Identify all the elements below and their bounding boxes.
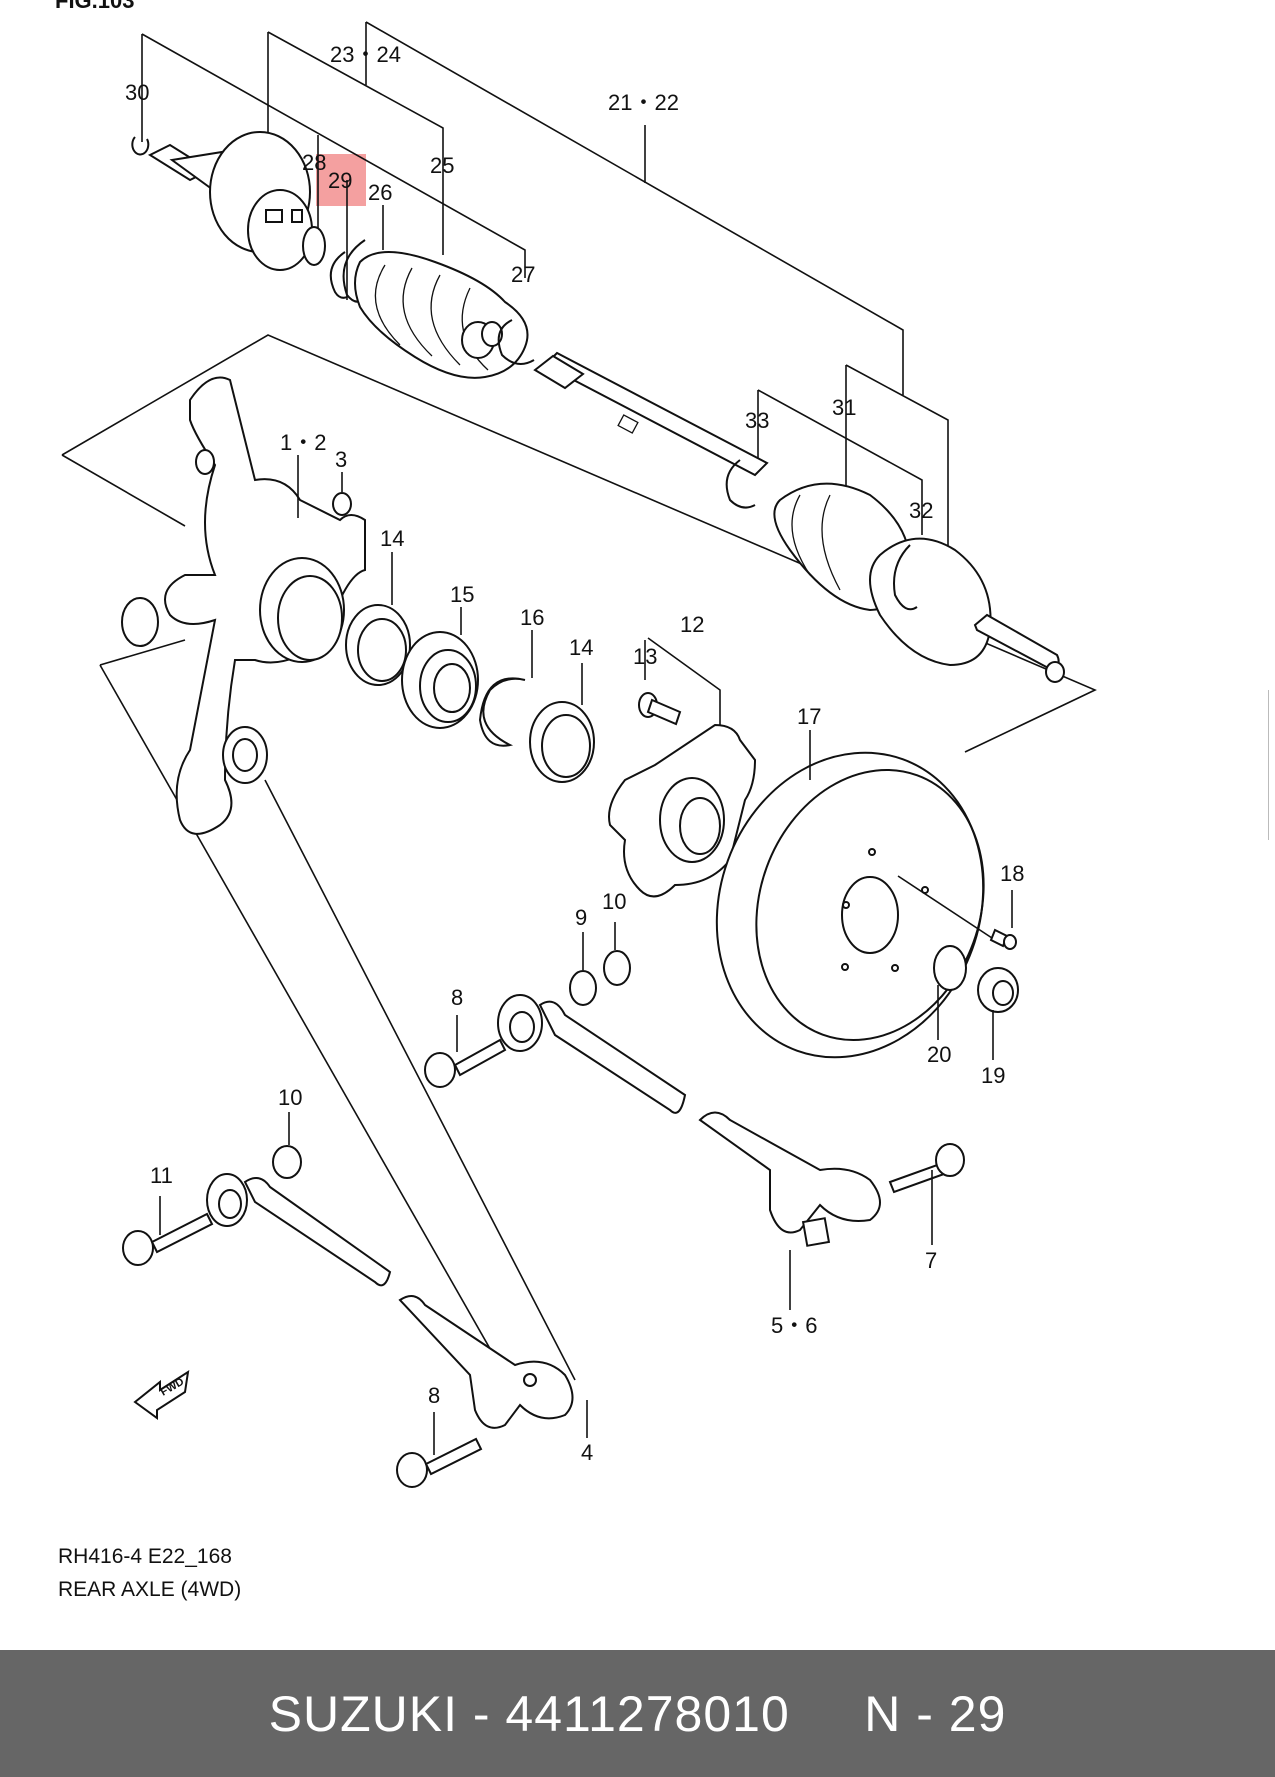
bolt-8b: [396, 1437, 483, 1488]
callout-8a: 8: [451, 985, 463, 1010]
callout-16: 16: [520, 605, 544, 630]
nut-10b: [272, 1145, 302, 1179]
bearing-15: [401, 631, 479, 729]
callout-28: 28: [302, 150, 326, 175]
callout-8b: 8: [428, 1383, 440, 1408]
diagram-caption: RH416-4 E22_168 REAR AXLE (4WD): [58, 1540, 241, 1606]
highlight-29: [316, 154, 366, 206]
callout-10b: 10: [278, 1085, 302, 1110]
callout-5-6: 5・6: [771, 1313, 817, 1338]
callout-23-24: 23・24: [330, 42, 401, 67]
clip-27: [497, 319, 535, 365]
callout-31: 31: [832, 395, 856, 420]
callout-14b: 14: [569, 635, 593, 660]
callout-32: 32: [909, 498, 933, 523]
knuckle-frame: [61, 334, 1097, 753]
callout-17: 17: [797, 704, 821, 729]
callout-18: 18: [1000, 861, 1024, 886]
seal-14a: [345, 604, 411, 686]
callout-9: 9: [575, 905, 587, 930]
washer-9: [569, 970, 597, 1006]
callout-15: 15: [450, 582, 474, 607]
diagram-code: RH416-4 E22_168: [58, 1545, 232, 1568]
fwd-arrow-icon: FWD: [133, 1369, 190, 1420]
callout-19: 19: [981, 1063, 1005, 1088]
boot-inner: [354, 251, 529, 379]
bolt-8a: [424, 1038, 507, 1088]
bolt-11: [122, 1212, 214, 1266]
callout-10a: 10: [602, 889, 626, 914]
nut-19: [977, 967, 1019, 1013]
callout-3: 3: [335, 447, 347, 472]
drive-shaft: [533, 351, 769, 477]
bolt-7: [888, 1143, 965, 1194]
hub-bolt-13: [638, 692, 682, 726]
footer-part-number: SUZUKI - 4411278010 N - 29: [268, 1685, 1007, 1742]
callout-7: 7: [925, 1248, 937, 1273]
seal-14b: [529, 701, 595, 783]
callout-4: 4: [581, 1440, 593, 1465]
edge-marker: [1268, 690, 1275, 840]
lateral-rod-4: [206, 1173, 574, 1429]
inner-cv-joint: [131, 131, 326, 271]
callout-1-2: 1・2: [280, 430, 326, 455]
callout-13: 13: [633, 644, 657, 669]
callout-27: 27: [511, 262, 535, 287]
hub-12: [608, 723, 757, 898]
footer-bar: SUZUKI - 4411278010 N - 29: [0, 1650, 1275, 1777]
callout-12: 12: [680, 612, 704, 637]
washer-20: [933, 945, 967, 991]
parts-diagram: FIG.103: [55, 0, 1097, 1488]
callout-33: 33: [745, 408, 769, 433]
nut-10a: [603, 950, 631, 986]
brake-drum-17: [715, 751, 985, 1059]
knuckle: [121, 376, 366, 835]
callout-26: 26: [368, 180, 392, 205]
snap-ring-16: [478, 677, 526, 747]
diagram-title: REAR AXLE (4WD): [58, 1578, 242, 1601]
callout-20: 20: [927, 1042, 951, 1067]
figure-header: FIG.103: [55, 0, 134, 13]
nut-3: [332, 492, 352, 516]
callout-21-22: 21・22: [608, 90, 679, 115]
callout-14a: 14: [380, 526, 404, 551]
callout-25: 25: [430, 153, 454, 178]
trailing-rod-5-6: [497, 994, 881, 1247]
clip-29: [329, 251, 348, 299]
callout-29: 29: [328, 168, 352, 193]
callout-11: 11: [150, 1163, 173, 1188]
outer-cv-joint: [725, 459, 1065, 683]
bleeder-18: [989, 928, 1017, 950]
callout-30: 30: [125, 80, 149, 105]
